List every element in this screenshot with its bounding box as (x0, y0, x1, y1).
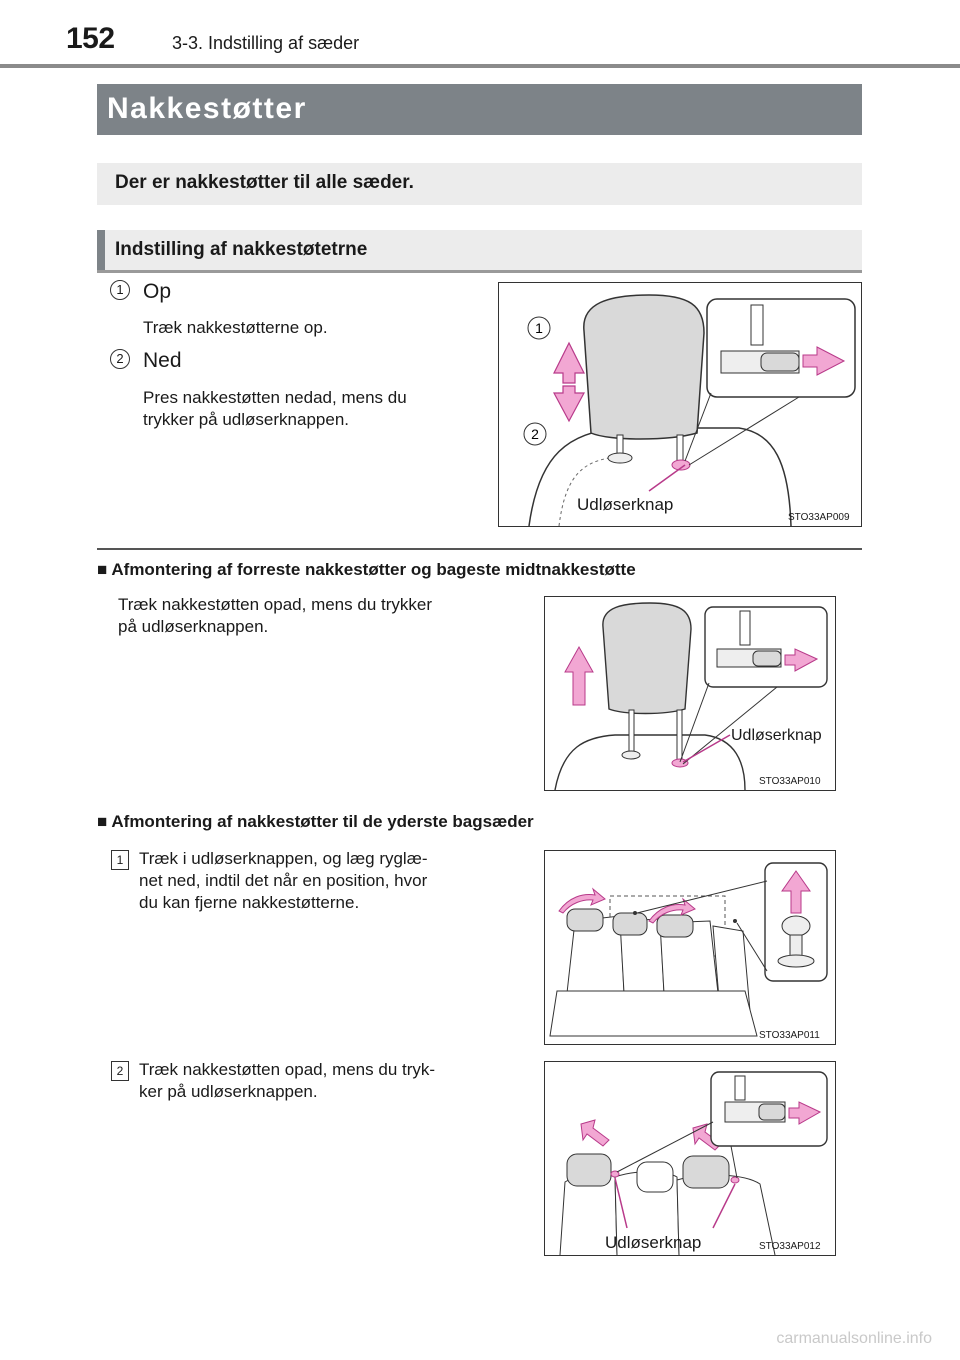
step-2-marker: 2 (110, 349, 130, 369)
figure-3-code: STO33AP011 (759, 1030, 820, 1041)
section-a-line: på udløserknappen. (118, 617, 269, 636)
subsection-accent (97, 230, 105, 270)
section-a-heading: ■ Afmontering af forreste nakkestøtter o… (97, 560, 636, 580)
section-divider (97, 548, 862, 550)
figure-front-headrest-removal: Udløserknap STO33AP010 (544, 596, 836, 791)
figure-2-code: STO33AP010 (759, 776, 821, 787)
figure-4-illustration (559, 1071, 828, 1255)
section-a-line: Træk nakkestøtten opad, mens du trykker (118, 595, 432, 614)
section-title: 3-3. Indstilling af sæder (172, 33, 360, 53)
section-b-step-2-line: Træk nakkestøtten opad, mens du tryk- (139, 1060, 436, 1079)
figure-1-callout: Udløserknap (577, 495, 674, 514)
step-1-marker: 1 (110, 280, 130, 300)
section-b-heading-text: Afmontering af nakkestøtter til de yders… (111, 812, 534, 831)
step-2-line: trykker på udløserknappen. (143, 410, 349, 429)
section-b-step-1-line: du kan fjerne nakkestøtterne. (139, 893, 360, 912)
figure-1-code: STO33AP009 (788, 512, 850, 523)
section-b-step-1-marker: 1 (111, 850, 129, 870)
section-b-step-2-line: ker på udløserknappen. (139, 1082, 318, 1101)
figure-1-label-1: 1 (535, 320, 543, 336)
section-b-step-1-line: net ned, indtil det når en position, hvo… (139, 871, 428, 890)
watermark: carmanualsonline.info (776, 1330, 932, 1347)
section-b-step-1-line: Træk i udløserknappen, og læg ryglæ- (139, 849, 428, 868)
step-1-heading: Op (143, 280, 172, 303)
subsection-bar: Indstilling af nakkestøtetrne (97, 230, 862, 273)
section-a-heading-text: Afmontering af forreste nakkestøtter og … (111, 560, 636, 579)
figure-4-code: STO33AP012 (759, 1241, 821, 1252)
intro-box: Der er nakkestøtter til alle sæder. (97, 163, 862, 205)
page-title-bar: Nakkestøtter (97, 84, 862, 135)
step-2-heading: Ned (143, 349, 182, 372)
figure-rear-seatback-fold: STO33AP011 (544, 850, 836, 1045)
figure-outer-headrest-removal: Udløserknap STO33AP012 (544, 1061, 836, 1256)
figure-2-callout: Udløserknap (731, 727, 822, 744)
subsection-title: Indstilling af nakkestøtetrne (115, 239, 368, 260)
figure-4-callout: Udløserknap (605, 1233, 702, 1252)
page-title: Nakkestøtter (107, 92, 307, 125)
section-b-step-1-text: Træk i udløserknappen, og læg ryglæ- net… (139, 848, 520, 914)
figure-3-illustration (549, 862, 828, 1037)
section-b-step-2-text: Træk nakkestøtten opad, mens du tryk- ke… (139, 1059, 520, 1103)
page-number: 152 (66, 22, 115, 55)
step-2-line: Pres nakkestøtten nedad, mens du (143, 388, 407, 407)
section-a-text: Træk nakkestøtten opad, mens du trykker … (118, 594, 528, 638)
figure-headrest-adjust: 1 2 Udløserknap STO33AP009 (498, 282, 862, 527)
figure-1-illustration: 1 2 (523, 294, 856, 526)
step-1-text: Træk nakkestøtterne op. (143, 318, 328, 337)
bullet-square-icon: ■ (97, 812, 108, 831)
figure-2-illustration (554, 602, 828, 790)
bullet-square-icon: ■ (97, 560, 108, 579)
section-b-step-2-marker: 2 (111, 1061, 129, 1081)
step-2-text: Pres nakkestøtten nedad, mens du trykker… (143, 387, 488, 431)
section-b-heading: ■ Afmontering af nakkestøtter til de yde… (97, 812, 534, 832)
intro-text: Der er nakkestøtter til alle sæder. (115, 172, 414, 193)
figure-1-label-2: 2 (531, 426, 539, 442)
header-rule (0, 64, 960, 68)
